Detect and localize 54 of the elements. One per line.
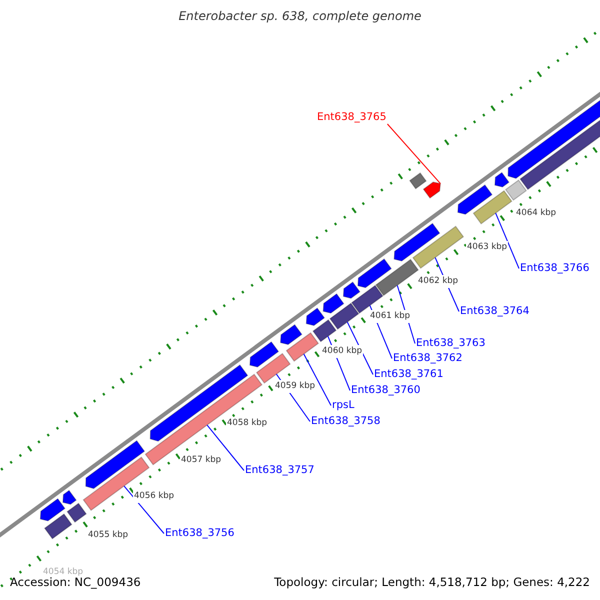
gene-label: rpsL bbox=[332, 399, 354, 412]
gene-bar bbox=[66, 502, 87, 523]
scale-label: 4058 kbp bbox=[226, 417, 268, 430]
leader-line bbox=[124, 486, 164, 534]
gene-label: Ent638_3761 bbox=[374, 368, 444, 381]
gene-feature bbox=[322, 293, 344, 314]
gene-bar bbox=[286, 332, 320, 362]
gene-label: Ent638_3762 bbox=[393, 352, 462, 365]
genome-stats: Topology: circular; Length: 4,518,712 bp; Genes: 4,222 bbox=[274, 576, 590, 589]
gene-feature bbox=[62, 490, 77, 505]
gene-label: Ent638_3760 bbox=[351, 384, 420, 397]
leader-line bbox=[303, 354, 332, 406]
accession-text: Accession: NC_009436 bbox=[10, 576, 141, 589]
scale-label: 4063 kbp bbox=[466, 241, 508, 254]
scale-label: 4062 kbp bbox=[417, 275, 460, 288]
gene-feature bbox=[249, 341, 280, 368]
gene-feature bbox=[394, 222, 440, 262]
scale-label: 4054 kbp bbox=[42, 566, 84, 579]
gene-label: Ent638_3758 bbox=[311, 415, 380, 428]
gene-label: Ent638_3765 bbox=[317, 111, 386, 124]
scale-label: 4055 kbp bbox=[87, 529, 130, 542]
scale-label: 4059 kbp bbox=[274, 380, 316, 393]
gene-feature bbox=[85, 440, 146, 490]
gene-label: Ent638_3766 bbox=[520, 262, 590, 275]
scale-label: 4061 kbp bbox=[369, 310, 412, 323]
gene-feature bbox=[457, 184, 493, 215]
scale-label: 4056 kbp bbox=[133, 490, 176, 503]
leader-line bbox=[346, 322, 374, 375]
leader-line bbox=[495, 212, 520, 269]
gene-label: Ent638_3764 bbox=[460, 305, 530, 318]
gene-feature bbox=[357, 258, 392, 288]
leader-line bbox=[386, 124, 441, 184]
leader-line bbox=[206, 424, 244, 471]
scale-label: 4060 kbp bbox=[321, 345, 364, 358]
gene-bar bbox=[412, 226, 464, 269]
gene-bar bbox=[375, 258, 419, 296]
gene-label: Ent638_3756 bbox=[165, 527, 234, 540]
gene-label: Ent638_3763 bbox=[416, 337, 486, 350]
gene-feature bbox=[342, 281, 361, 299]
gene-bar bbox=[472, 190, 512, 224]
map-title: Enterobacter sp. 638, complete genome bbox=[178, 10, 422, 23]
gene-bar bbox=[329, 302, 360, 330]
gene-feature bbox=[494, 172, 510, 188]
gene-feature bbox=[40, 498, 66, 522]
gene-bar bbox=[312, 319, 337, 342]
gene-feature bbox=[306, 307, 326, 326]
gene-feature bbox=[422, 182, 441, 199]
gene-label: Ent638_3757 bbox=[245, 464, 314, 477]
scale-label: 4057 kbp bbox=[180, 454, 222, 467]
scale-label: 4064 kbp bbox=[515, 207, 558, 220]
gene-bar bbox=[409, 172, 427, 190]
gene-feature bbox=[280, 324, 302, 345]
gene-feature bbox=[150, 364, 248, 442]
gene-bar bbox=[44, 513, 72, 540]
